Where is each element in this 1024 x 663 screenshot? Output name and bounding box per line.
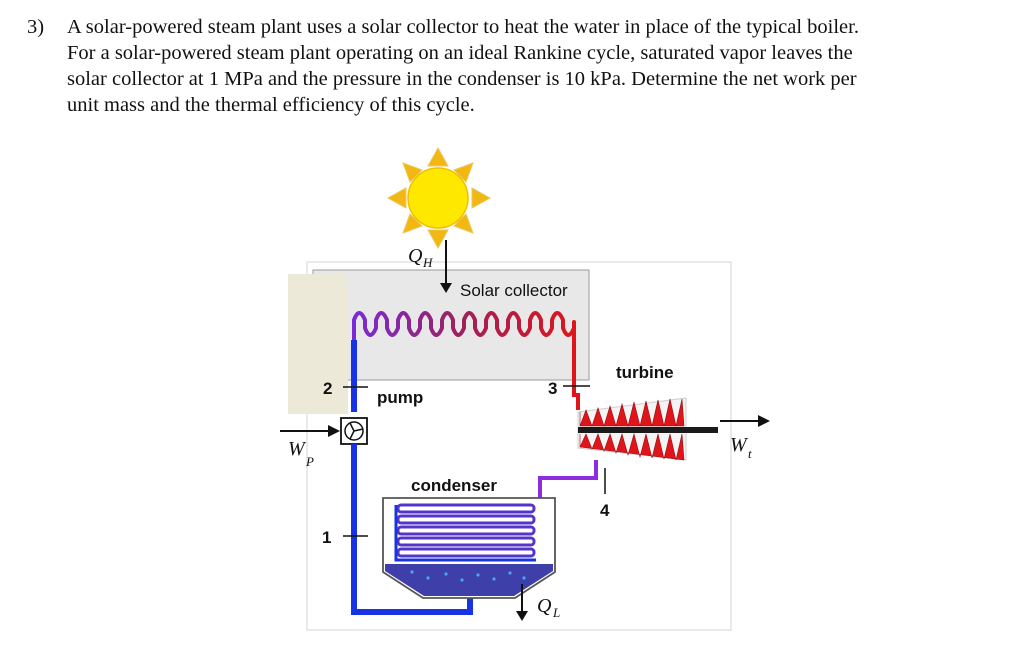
turbine-work-label: W t bbox=[730, 434, 752, 461]
state-2-label: 2 bbox=[323, 379, 332, 398]
problem-line: unit mass and the thermal efficiency of … bbox=[67, 94, 475, 116]
problem-number: 3) bbox=[27, 16, 45, 38]
wt-main: W bbox=[730, 434, 749, 456]
wp-sub: P bbox=[305, 454, 314, 469]
sun-icon bbox=[386, 146, 492, 250]
turbine-label: turbine bbox=[616, 363, 674, 382]
problem-line: solar collector at 1 MPa and the pressur… bbox=[67, 68, 857, 90]
heat-input-arrow bbox=[440, 240, 452, 293]
qh-main: Q bbox=[408, 245, 423, 267]
pump-work-label: W P bbox=[288, 438, 314, 469]
state-1-label: 1 bbox=[322, 528, 331, 547]
solar-collector-label: Solar collector bbox=[460, 281, 568, 300]
condenser-icon bbox=[382, 497, 556, 599]
qh-sub: H bbox=[422, 255, 433, 270]
pump-label: pump bbox=[377, 388, 423, 407]
state-2-marker: 2 bbox=[323, 379, 368, 398]
solar-collector-inset bbox=[288, 274, 348, 414]
problem-text: A solar-powered steam plant uses a solar… bbox=[67, 14, 859, 118]
pump-work-arrow bbox=[280, 425, 340, 437]
wp-main: W bbox=[288, 438, 307, 460]
heat-input-label: Q H bbox=[408, 245, 433, 270]
problem-line: For a solar-powered steam plant operatin… bbox=[67, 42, 853, 64]
pipe-state-1 bbox=[351, 444, 473, 615]
heat-rejection-arrow bbox=[516, 584, 528, 621]
pump-icon bbox=[340, 417, 368, 445]
collector-coil bbox=[352, 311, 576, 342]
state-4-marker: 4 bbox=[600, 468, 610, 520]
heat-rejection-label: Q L bbox=[537, 595, 560, 620]
pipe-state-4 bbox=[538, 460, 598, 505]
state-3-marker: 3 bbox=[548, 379, 590, 398]
ql-main: Q bbox=[537, 595, 552, 617]
state-3-label: 3 bbox=[548, 379, 557, 398]
wt-sub: t bbox=[748, 446, 752, 461]
turbine-icon bbox=[577, 397, 718, 461]
state-4-label: 4 bbox=[600, 501, 610, 520]
ql-sub: L bbox=[552, 605, 560, 620]
pipe-state-3 bbox=[572, 322, 580, 410]
turbine-work-arrow bbox=[720, 415, 770, 427]
condenser-label: condenser bbox=[411, 476, 497, 495]
problem-line: A solar-powered steam plant uses a solar… bbox=[67, 16, 859, 38]
state-1-marker: 1 bbox=[322, 528, 368, 547]
